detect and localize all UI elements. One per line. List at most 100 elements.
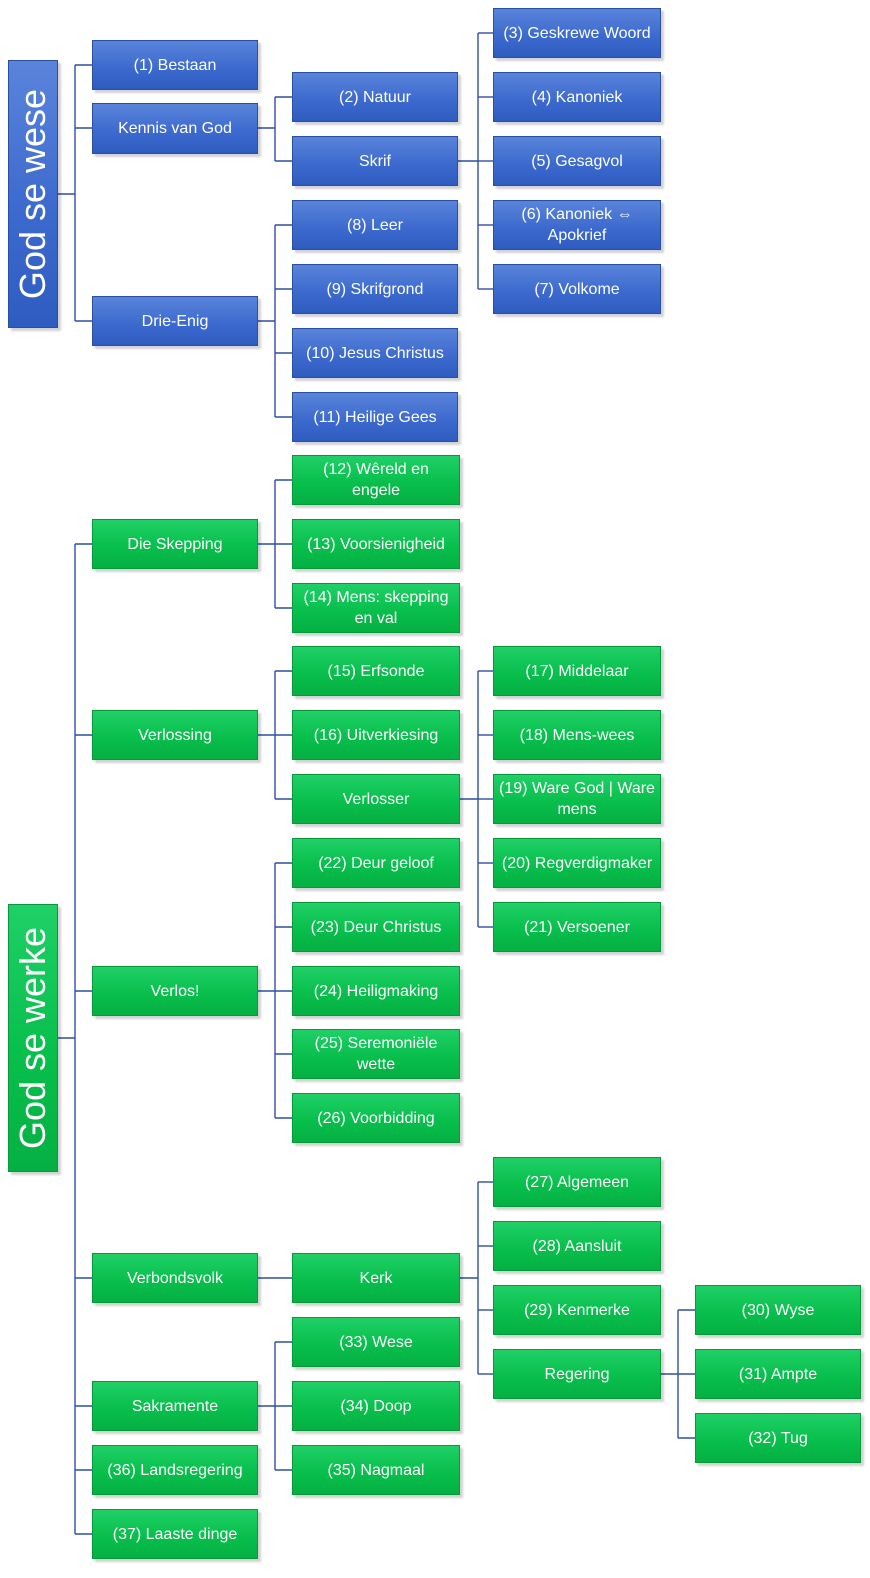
node-35-nagmaal: (35) Nagmaal — [292, 1445, 460, 1495]
node-verbondsvolk: Verbondsvolk — [92, 1253, 258, 1303]
node-die-skepping: Die Skepping — [92, 519, 258, 569]
root-god-se-werke: God se werke — [8, 904, 58, 1172]
node-23-deur-christus: (23) Deur Christus — [292, 902, 460, 952]
node-verlos: Verlos! — [92, 966, 258, 1016]
root-label: God se werke — [12, 926, 54, 1150]
node-label: Verlossing — [138, 726, 212, 744]
node-label: (7) Volkome — [534, 280, 620, 298]
root-label: God se wese — [12, 88, 53, 300]
node-label: (31) Ampte — [738, 1365, 818, 1383]
node-label: (16) Uitverkiesing — [313, 726, 439, 744]
node-label: (28) Aansluit — [532, 1237, 622, 1255]
node-4-kanoniek: (4) Kanoniek — [493, 72, 661, 122]
node-label: (24) Heiligmaking — [313, 982, 439, 1000]
node-24-heiligmaking: (24) Heiligmaking — [292, 966, 460, 1016]
node-label: (32) Tug — [748, 1429, 808, 1447]
node-label: (3) Geskrewe Woord — [503, 24, 651, 42]
node-label: (23) Deur Christus — [310, 918, 442, 936]
node-18-mens-wees: (18) Mens-wees — [493, 710, 661, 760]
node-29-kenmerke: (29) Kenmerke — [493, 1285, 661, 1335]
node-33-wese: (33) Wese — [292, 1317, 460, 1367]
node-label: (34) Doop — [340, 1397, 412, 1415]
node-6-kanoniek-apokrief: (6) Kanoniek ⇔ Apokrief — [493, 200, 661, 250]
node-kerk: Kerk — [292, 1253, 460, 1303]
node-label: (26) Voorbidding — [317, 1109, 435, 1127]
node-label: (20) Regverdigmaker — [501, 854, 653, 872]
node-36-landsregering: (36) Landsregering — [92, 1445, 258, 1495]
node-8-leer: (8) Leer — [292, 200, 458, 250]
node-26-voorbidding: (26) Voorbidding — [292, 1093, 460, 1143]
node-14-mens-skepping-en-val: (14) Mens: skepping en val — [292, 583, 460, 633]
node-9-skrifgrond: (9) Skrifgrond — [292, 264, 458, 314]
node-label: (14) Mens: skepping en val — [303, 589, 449, 627]
node-28-aansluit: (28) Aansluit — [493, 1221, 661, 1271]
node-20-regverdigmaker: (20) Regverdigmaker — [493, 838, 661, 888]
node-label: (27) Algemeen — [524, 1173, 630, 1191]
node-30-wyse: (30) Wyse — [695, 1285, 861, 1335]
node-label: (15) Erfsonde — [327, 662, 425, 680]
node-label: (17) Middelaar — [525, 662, 629, 680]
node-label: (8) Leer — [346, 216, 404, 234]
node-label: Verlos! — [150, 982, 200, 1000]
node-22-deur-geloof: (22) Deur geloof — [292, 838, 460, 888]
node-12-wereld-en-engele: (12) Wêreld en engele — [292, 455, 460, 505]
node-label: Sakramente — [131, 1397, 219, 1415]
node-label: (18) Mens-wees — [519, 726, 635, 744]
node-label: (1) Bestaan — [133, 56, 217, 74]
node-label: Verbondsvolk — [126, 1269, 224, 1287]
node-label: (25) Seremoniële wette — [314, 1035, 438, 1073]
node-15-erfsonde: (15) Erfsonde — [292, 646, 460, 696]
node-label: (6) Kanoniek ⇔ Apokrief — [521, 206, 633, 244]
node-label: Kerk — [359, 1269, 393, 1287]
node-label: (36) Landsregering — [107, 1461, 243, 1479]
node-label: (19) Ware God | Ware mens — [499, 780, 655, 818]
node-label: (12) Wêreld en engele — [323, 461, 429, 499]
node-10-jesus-christus: (10) Jesus Christus — [292, 328, 458, 378]
node-label: Skrif — [359, 152, 391, 170]
node-label: (10) Jesus Christus — [306, 344, 444, 362]
node-5-gesagvol: (5) Gesagvol — [493, 136, 661, 186]
node-label: Regering — [544, 1365, 610, 1383]
node-label: (9) Skrifgrond — [326, 280, 424, 298]
node-1-bestaan: (1) Bestaan — [92, 40, 258, 90]
node-kennis-van-god: Kennis van God — [92, 103, 258, 154]
node-verlossing: Verlossing — [92, 710, 258, 760]
node-label: Kennis van God — [118, 120, 232, 137]
node-27-algemeen: (27) Algemeen — [493, 1157, 661, 1207]
root-god-se-wese: God se wese — [8, 60, 58, 328]
node-drie-enig: Drie-Enig — [92, 296, 258, 346]
node-25-seremoniele-wette: (25) Seremoniële wette — [292, 1029, 460, 1079]
node-37-laaste-dinge: (37) Laaste dinge — [92, 1509, 258, 1559]
node-32-tug: (32) Tug — [695, 1413, 861, 1463]
node-31-ampte: (31) Ampte — [695, 1349, 861, 1399]
node-label: (5) Gesagvol — [531, 152, 623, 170]
node-2-natuur: (2) Natuur — [292, 72, 458, 122]
node-label: Verlosser — [342, 790, 410, 808]
node-13-voorsienigheid: (13) Voorsienigheid — [292, 519, 460, 569]
node-sakramente: Sakramente — [92, 1381, 258, 1431]
node-label: (11) Heilige Gees — [313, 408, 437, 426]
node-skrif: Skrif — [292, 136, 458, 186]
node-label: (30) Wyse — [741, 1301, 815, 1319]
node-21-versoener: (21) Versoener — [493, 902, 661, 952]
node-7-volkome: (7) Volkome — [493, 264, 661, 314]
node-label: (37) Laaste dinge — [112, 1525, 238, 1543]
node-11-heilige-gees: (11) Heilige Gees — [292, 392, 458, 442]
node-label: Drie-Enig — [141, 312, 209, 330]
node-label: (22) Deur geloof — [318, 854, 434, 872]
node-label: (33) Wese — [339, 1333, 413, 1351]
node-regering: Regering — [493, 1349, 661, 1399]
node-label: Die Skepping — [127, 535, 223, 553]
node-label: (2) Natuur — [338, 88, 412, 106]
node-17-middelaar: (17) Middelaar — [493, 646, 661, 696]
node-16-uitverkiesing: (16) Uitverkiesing — [292, 710, 460, 760]
node-3-geskrewe-woord: (3) Geskrewe Woord — [493, 8, 661, 58]
node-19-ware-god-ware-mens: (19) Ware God | Ware mens — [493, 774, 661, 824]
node-verlosser: Verlosser — [292, 774, 460, 824]
node-label: (29) Kenmerke — [524, 1301, 630, 1319]
node-34-doop: (34) Doop — [292, 1381, 460, 1431]
node-label: (21) Versoener — [524, 918, 630, 936]
node-label: (13) Voorsienigheid — [307, 535, 445, 553]
node-label: (35) Nagmaal — [327, 1461, 425, 1479]
